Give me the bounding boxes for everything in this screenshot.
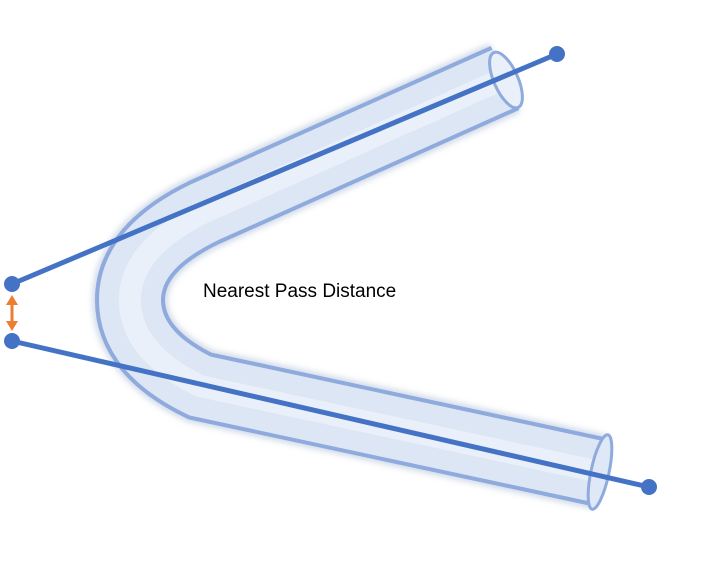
lower-line-start-point [4, 333, 20, 349]
bent-pipe [91, 43, 614, 511]
lower-line-end-point [641, 479, 657, 495]
nearest-pass-distance-label: Nearest Pass Distance [203, 281, 397, 302]
upper-line-start-point [4, 276, 20, 292]
lower-pass-line [11, 338, 650, 490]
pipe-end-bottom [586, 433, 614, 511]
distance-arrow-icon [6, 295, 18, 331]
upper-line-end-point [549, 46, 565, 62]
pipe-end-top [488, 50, 524, 110]
upper-pass-line [11, 51, 558, 287]
